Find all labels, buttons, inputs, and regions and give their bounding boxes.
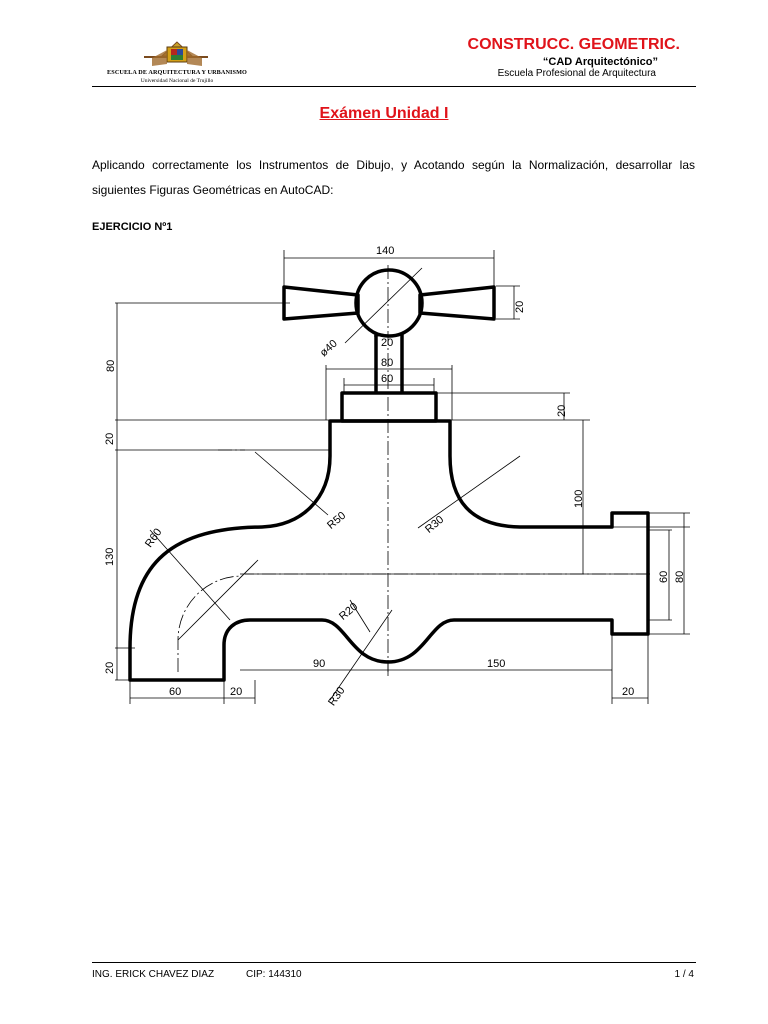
crest-icon	[144, 41, 208, 66]
dim-80-nut: 80	[381, 357, 393, 369]
dim-90: 90	[313, 658, 325, 670]
exam-title: Exámen Unidad I	[319, 105, 449, 122]
dim-100-right: 100	[573, 490, 585, 508]
dim-130-left: 130	[104, 548, 116, 566]
dim-20-left: 20	[104, 433, 116, 445]
dim-20-handle: 20	[514, 301, 526, 313]
header-course: “CAD Arquitectónico”	[542, 56, 658, 68]
dim-phi40: ø40	[318, 338, 340, 360]
dim-r30-right: R30	[423, 514, 446, 536]
dim-20-bottom-left: 20	[104, 662, 116, 674]
exercise-label: EJERCICIO Nº1	[92, 221, 173, 233]
handle-knob	[354, 268, 424, 338]
stem	[374, 334, 404, 393]
dim-r20: R20	[337, 601, 360, 623]
header-divider	[92, 86, 696, 87]
handle-left	[282, 285, 360, 321]
dim-60-bottom: 60	[169, 686, 181, 698]
dim-r50-left: R50	[325, 510, 348, 532]
dim-20-nut-right: 20	[556, 405, 568, 417]
dim-140: 140	[376, 245, 394, 257]
footer-cip: CIP: 144310	[246, 969, 302, 980]
dim-r30-bottom: R30	[326, 685, 347, 708]
nut	[340, 391, 438, 423]
faucet-body	[128, 419, 650, 682]
centerlines	[177, 265, 650, 672]
footer-divider	[92, 962, 696, 963]
dim-20-stem: 20	[381, 337, 393, 349]
header-school: Escuela Profesional de Arquitectura	[497, 68, 656, 79]
dim-20-bottom-a: 20	[230, 686, 242, 698]
dim-60-nut: 60	[381, 373, 393, 385]
dim-80-outlet: 80	[674, 571, 686, 583]
instructions: Aplicando correctamente los Instrumentos…	[92, 158, 695, 197]
handle-right	[418, 285, 496, 321]
logo-university: Universidad Nacional de Trujillo	[140, 78, 214, 84]
dim-r60: R60	[143, 526, 164, 549]
faucet-outline	[128, 268, 650, 682]
dim-60-outlet: 60	[658, 571, 670, 583]
university-logo: ESCUELA DE ARQUITECTURA Y URBANISMO Univ…	[92, 38, 262, 96]
dimension-lines	[115, 250, 690, 704]
header-title: CONSTRUCC. GEOMETRIC.	[467, 36, 680, 53]
footer-page-number: 1 / 4	[674, 969, 694, 980]
dim-20-bottom-b: 20	[622, 686, 634, 698]
dim-150: 150	[487, 658, 505, 670]
logo-institution: ESCUELA DE ARQUITECTURA Y URBANISMO	[107, 69, 247, 76]
footer-author: ING. ERICK CHAVEZ DIAZ	[92, 969, 215, 980]
dim-80-left: 80	[105, 360, 117, 372]
